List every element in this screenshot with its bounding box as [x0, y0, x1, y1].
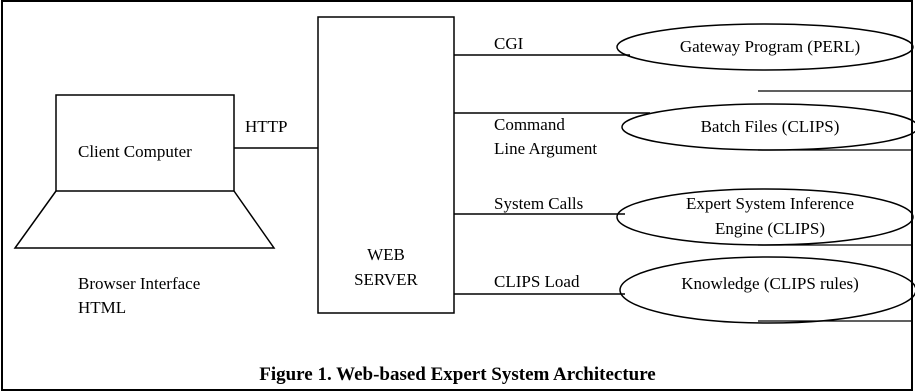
http-label: HTTP — [245, 117, 288, 136]
web-server-label-line1: WEB — [367, 245, 405, 264]
command-label-line2: Line Argument — [494, 139, 598, 158]
inference-engine-label-line2: Engine (CLIPS) — [714, 219, 826, 238]
figure-caption: Figure 1. Web-based Expert System Archit… — [259, 364, 656, 385]
gateway-program-node — [616, 23, 914, 71]
cgi-label: CGI — [494, 34, 524, 53]
batch-files-label: Batch Files (CLIPS) — [700, 117, 840, 136]
client-computer-screen — [55, 94, 235, 192]
html-caption: HTML — [78, 298, 127, 317]
command-label-line1: Command — [494, 115, 565, 134]
knowledge-node — [619, 256, 915, 324]
gateway-program-label: Gateway Program (PERL) — [679, 37, 861, 56]
browser-interface-caption: Browser Interface — [78, 274, 201, 293]
web-server-box — [317, 16, 455, 314]
system-calls-label: System Calls — [494, 194, 584, 213]
client-computer-keyboard — [13, 190, 276, 249]
clips-load-label: CLIPS Load — [494, 272, 580, 291]
inference-engine-label-line1: Expert System Inference — [685, 194, 855, 213]
client-computer-label: Client Computer — [78, 142, 192, 161]
web-server-label-line2: SERVER — [354, 270, 418, 289]
knowledge-label: Knowledge (CLIPS rules) — [681, 274, 859, 293]
